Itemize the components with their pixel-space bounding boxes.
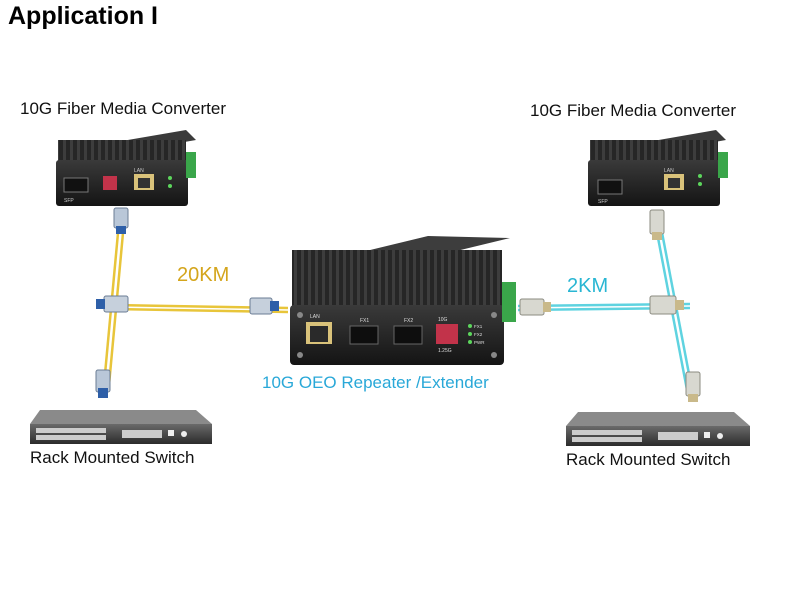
repeater-fx2-led-label: FX2: [474, 332, 483, 337]
lc-connector-icon: [685, 371, 701, 402]
converter-port-2-label: LAN: [664, 168, 674, 174]
lc-connector-icon: [96, 295, 129, 313]
left-distance-label: 20KM: [177, 264, 230, 286]
lc-connector-icon: [519, 298, 551, 316]
lc-connector-icon: [649, 209, 665, 240]
rack-switch-icon: [30, 410, 212, 444]
repeater-fx1-led-label: FX1: [474, 324, 483, 329]
media-converter-icon: [588, 130, 728, 206]
lc-connector-icon: [95, 369, 111, 398]
converter-port-2-label: LAN: [134, 168, 144, 174]
right-switch-label: Rack Mounted Switch: [566, 450, 731, 469]
repeater-speed-label: 1.25G: [438, 348, 452, 354]
rack-switch-icon: [566, 412, 750, 446]
converter-port-1-label: SFP: [598, 199, 608, 205]
repeater-fx2-label: FX2: [404, 318, 413, 324]
right-converter-label: 10G Fiber Media Converter: [530, 101, 736, 120]
right-distance-label: 2KM: [567, 275, 609, 297]
converter-port-1-label: SFP: [64, 198, 74, 204]
repeater-lan-label: LAN: [310, 314, 320, 320]
repeater-fx1-label: FX1: [360, 318, 369, 324]
repeater-label: 10G OEO Repeater /Extender: [262, 373, 489, 392]
repeater-pwr-led-label: PWR: [474, 340, 485, 345]
left-switch-label: Rack Mounted Switch: [30, 448, 195, 467]
repeater-10g-label: 10G: [438, 317, 448, 323]
lc-connector-icon: [113, 207, 129, 234]
lc-connector-icon: [649, 295, 684, 315]
repeater-icon: [290, 236, 516, 365]
page-title: Application I: [8, 2, 158, 30]
lc-connector-icon: [249, 297, 279, 315]
media-converter-icon: [56, 130, 196, 206]
left-converter-label: 10G Fiber Media Converter: [20, 99, 226, 118]
